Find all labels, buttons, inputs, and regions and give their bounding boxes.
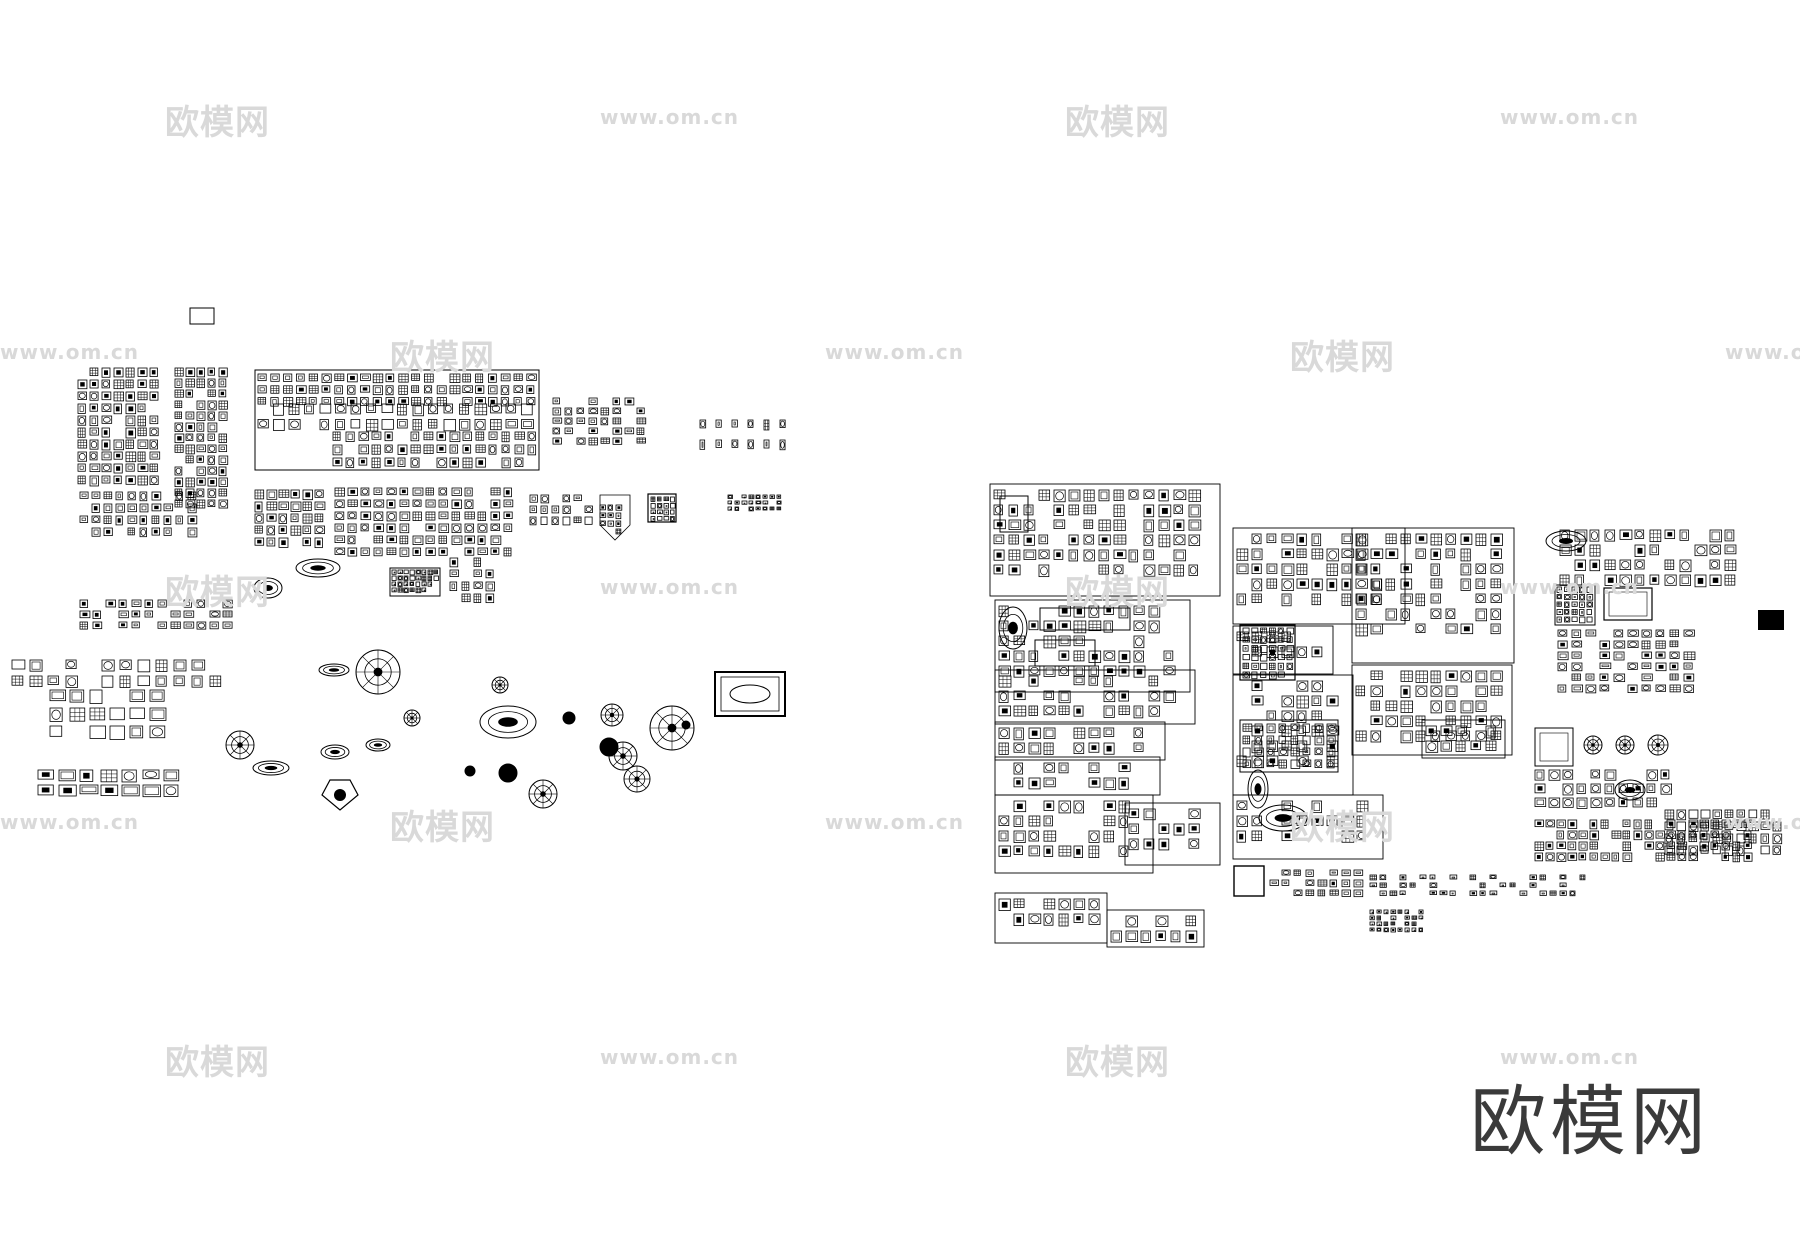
- brand-logo: 欧模网: [1470, 1077, 1710, 1166]
- right-cad-sheet: [989, 483, 1784, 948]
- left-cad-sheet: [11, 307, 786, 811]
